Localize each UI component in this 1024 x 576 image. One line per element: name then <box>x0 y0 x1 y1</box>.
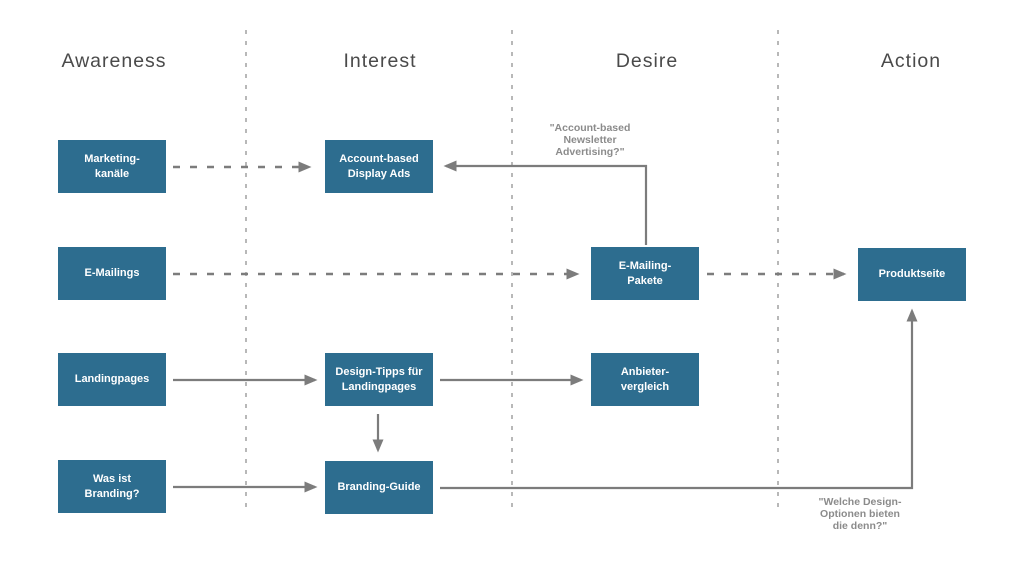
stage-header-awareness: Awareness <box>61 50 167 72</box>
node-produktseite: Produktseite <box>858 248 966 301</box>
arrow-brandingguide-to-produktseite <box>440 308 918 490</box>
node-account-based-display-ads: Account-based Display Ads <box>325 140 433 193</box>
annotation-welche-design-optionen: "Welche Design- Optionen bieten die denn… <box>818 496 902 533</box>
stage-header-desire: Desire <box>615 50 679 72</box>
node-branding-guide: Branding-Guide <box>325 461 433 514</box>
annotation-account-based-newsletter: "Account-based Newsletter Advertising?" <box>549 122 631 159</box>
node-marketing-kanaele: Marketing- kanäle <box>58 140 166 193</box>
node-e-mailing-pakete: E-Mailing- Pakete <box>591 247 699 300</box>
stage-header-interest: Interest <box>343 50 417 72</box>
node-was-ist-branding: Was ist Branding? <box>58 460 166 513</box>
node-landingpages: Landingpages <box>58 353 166 406</box>
node-e-mailings: E-Mailings <box>58 247 166 300</box>
stage-header-action: Action <box>880 50 942 72</box>
node-anbieter-vergleich: Anbieter- vergleich <box>591 353 699 406</box>
node-design-tipps: Design-Tipps für Landingpages <box>325 353 433 406</box>
arrow-emailingpakete-to-displayads <box>443 160 648 245</box>
